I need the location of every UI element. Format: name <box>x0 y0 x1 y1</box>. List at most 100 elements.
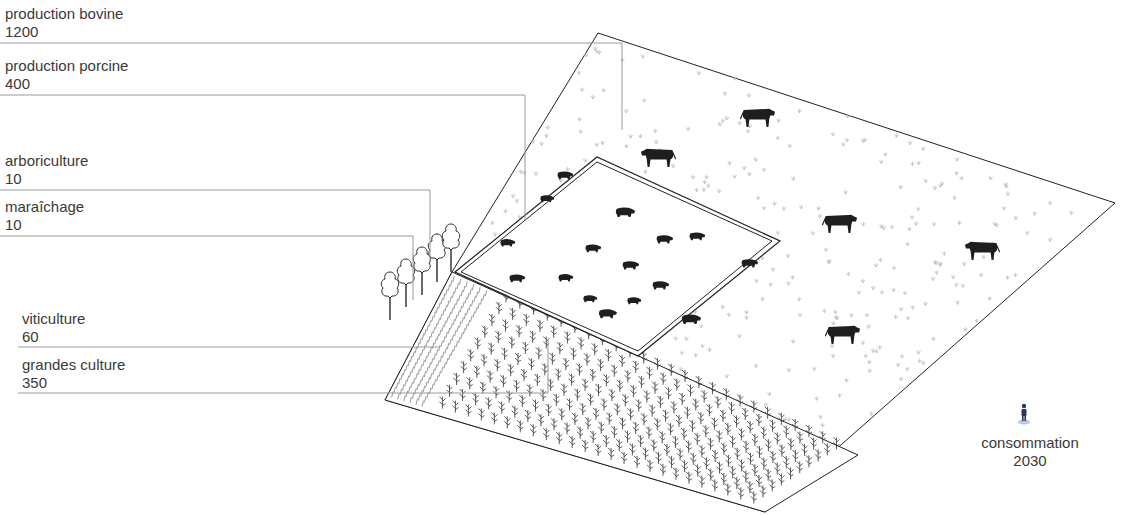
grass-tuft <box>519 169 523 173</box>
vine-stroke <box>441 298 443 304</box>
crop-plant <box>619 355 625 367</box>
crop-plant <box>563 358 569 370</box>
pig <box>599 309 617 318</box>
grass-tuft <box>896 363 900 367</box>
grass-tuft <box>916 350 920 354</box>
vine-stroke <box>455 330 457 336</box>
vine-stroke <box>426 340 428 346</box>
crop-plant <box>584 353 590 365</box>
vine-stroke <box>471 300 473 306</box>
crop-plant <box>738 488 744 500</box>
crop-plant <box>605 349 611 361</box>
crop-plant <box>672 436 678 448</box>
vine-stroke <box>454 345 456 351</box>
pig-pen <box>455 157 780 356</box>
leader-line <box>18 340 548 393</box>
crop-plant <box>611 426 617 438</box>
grass-tuft <box>539 141 543 145</box>
vine-stroke <box>452 334 454 340</box>
crop-plant <box>549 353 555 365</box>
grass-tuft <box>584 53 588 57</box>
grass-tuft <box>718 122 722 126</box>
vine-stroke <box>409 386 411 392</box>
tree <box>381 272 398 320</box>
crop-plant <box>668 423 674 435</box>
crop-plant <box>577 427 583 439</box>
vine-stroke <box>453 319 455 325</box>
grass-tuft <box>879 258 883 262</box>
grass-tuft <box>641 54 645 58</box>
crop-plant <box>576 364 582 376</box>
vine-stroke <box>434 379 436 385</box>
grass-tuft <box>602 88 606 92</box>
grass-tuft <box>511 194 515 198</box>
vine-stroke <box>447 343 449 349</box>
crop-plant <box>625 431 631 443</box>
grass-tuft <box>849 313 853 317</box>
vine-stroke <box>435 365 437 371</box>
vine-stroke <box>448 328 450 334</box>
vine-stroke <box>438 360 440 366</box>
crop-plant <box>699 445 705 457</box>
grass-tuft <box>846 114 850 118</box>
category-name: viticulture <box>22 310 85 328</box>
cow <box>822 215 857 233</box>
vine-stroke <box>423 360 425 366</box>
crop-plant <box>765 407 771 419</box>
grass-tuft <box>686 127 690 131</box>
crop-plant <box>703 457 709 469</box>
grass-tuft <box>933 260 937 264</box>
crop-plant <box>734 477 740 489</box>
crop-plant <box>528 358 534 370</box>
pig <box>742 259 759 267</box>
crop-plant <box>516 325 522 337</box>
grass-tuft <box>725 116 729 120</box>
crop-plant <box>572 413 578 425</box>
crop-plant <box>638 376 644 388</box>
vine-stroke <box>439 303 441 309</box>
vine-stroke <box>456 341 458 347</box>
vine-stroke <box>436 323 438 329</box>
crop-plant <box>536 347 542 359</box>
grass-tuft <box>878 345 882 349</box>
vine-stroke <box>452 292 454 298</box>
pig <box>627 297 641 304</box>
grass-tuft <box>931 337 935 341</box>
crop-plant <box>580 403 586 415</box>
vine-stroke <box>394 387 396 393</box>
grass-tuft <box>899 377 903 381</box>
person-leg <box>1024 415 1026 421</box>
crop-plant <box>833 437 839 449</box>
grass-tuft <box>817 206 821 210</box>
grass-tuft <box>786 254 790 258</box>
crop-plant <box>696 376 702 388</box>
pig <box>690 232 706 240</box>
grass-tuft <box>960 176 964 180</box>
vine-stroke <box>463 302 465 308</box>
grass-tuft <box>787 368 791 372</box>
grass-tuft <box>864 354 868 358</box>
grass-tuft <box>831 354 835 358</box>
grass-tuft <box>863 138 867 142</box>
vine-stroke <box>461 290 463 296</box>
crop-plant <box>517 420 523 432</box>
grass-tuft <box>744 310 748 314</box>
crop-plant <box>551 418 557 430</box>
crop-plant <box>788 438 794 450</box>
grass-tuft <box>671 164 675 168</box>
grass-tuft <box>906 242 910 246</box>
grass-tuft <box>629 134 633 138</box>
grass-tuft <box>531 139 535 143</box>
grass-tuft <box>892 288 896 292</box>
leader-line <box>18 347 440 348</box>
vine-stroke <box>462 317 464 323</box>
vine-stroke <box>417 358 419 364</box>
person-shadow <box>1018 420 1030 425</box>
crop-plant <box>742 408 748 420</box>
vine-stroke <box>420 338 422 344</box>
vine-stroke <box>447 301 449 307</box>
grass-tuft <box>717 189 721 193</box>
grass-tuft <box>697 71 701 75</box>
vine-stroke <box>467 309 469 315</box>
grass-tuft <box>905 367 909 371</box>
